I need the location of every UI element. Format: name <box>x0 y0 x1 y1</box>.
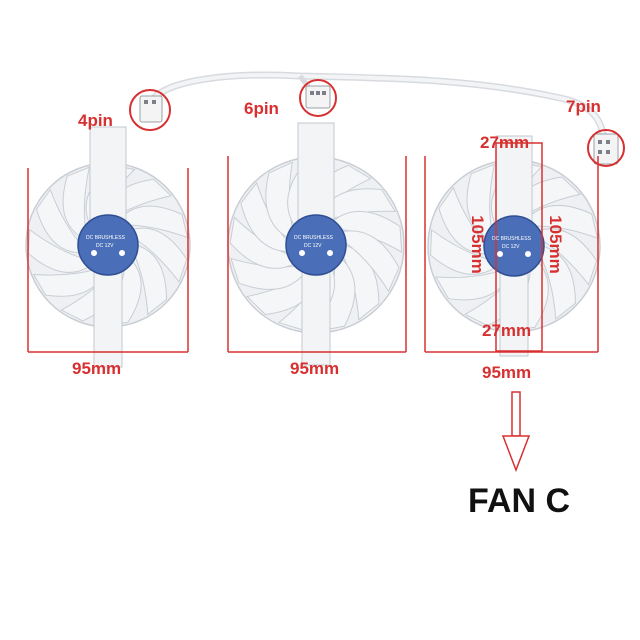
fan-blade <box>438 186 488 255</box>
connector-4pin <box>139 95 163 123</box>
connector-7pin <box>593 133 619 165</box>
label-fan-c-height-right: 105mm <box>545 215 565 274</box>
fan-blade <box>130 227 188 283</box>
fan-blade <box>32 269 105 297</box>
ribbon-cable <box>146 71 607 138</box>
fan-c-sticker-line2: DC 12V <box>502 244 520 250</box>
fan-blade <box>340 230 400 293</box>
label-4pin: 4pin <box>78 111 113 130</box>
fan-blade <box>62 166 91 238</box>
label-fan-b-width: 95mm <box>290 359 340 378</box>
fan-b-sticker-line2: DC 12V <box>304 243 322 249</box>
label-fan-c-hub-top: 27mm <box>480 133 530 152</box>
fan-c-hub-box <box>495 142 543 352</box>
fan-b-sticker-line1: DC BRUSHLESS <box>294 235 333 241</box>
fan-blade <box>118 205 189 239</box>
fan-c-caption: FAN C <box>468 482 570 520</box>
connector-6pin <box>305 85 331 109</box>
label-6pin: 6pin <box>244 99 279 118</box>
fan-blade <box>466 163 496 239</box>
fan-b <box>227 122 405 366</box>
connector-6pin-highlight <box>299 79 337 117</box>
fan-blade <box>27 228 91 273</box>
fan-a <box>25 126 191 368</box>
down-arrow <box>501 391 531 473</box>
connector-4pin-highlight <box>129 89 171 131</box>
fan-a-sticker-line2: DC 12V <box>96 243 114 249</box>
fan-blade <box>536 228 598 286</box>
fan-blade <box>133 244 168 316</box>
label-fan-c-width: 95mm <box>482 363 532 382</box>
connector-7pin-highlight <box>587 129 625 167</box>
label-fan-a-width: 95mm <box>72 359 122 378</box>
label-fan-c-hub-bottom: 27mm <box>482 321 532 340</box>
fan-blade <box>435 270 511 301</box>
fan-blade <box>539 245 576 320</box>
label-fan-c-height-left: 105mm <box>467 215 487 274</box>
fan-blade <box>35 188 82 254</box>
fan-blade <box>429 228 497 275</box>
fan-a-sticker-line1: DC BRUSHLESS <box>86 235 125 241</box>
fan-c-sticker-line1: DC BRUSHLESS <box>492 236 531 242</box>
label-7pin: 7pin <box>566 97 601 116</box>
